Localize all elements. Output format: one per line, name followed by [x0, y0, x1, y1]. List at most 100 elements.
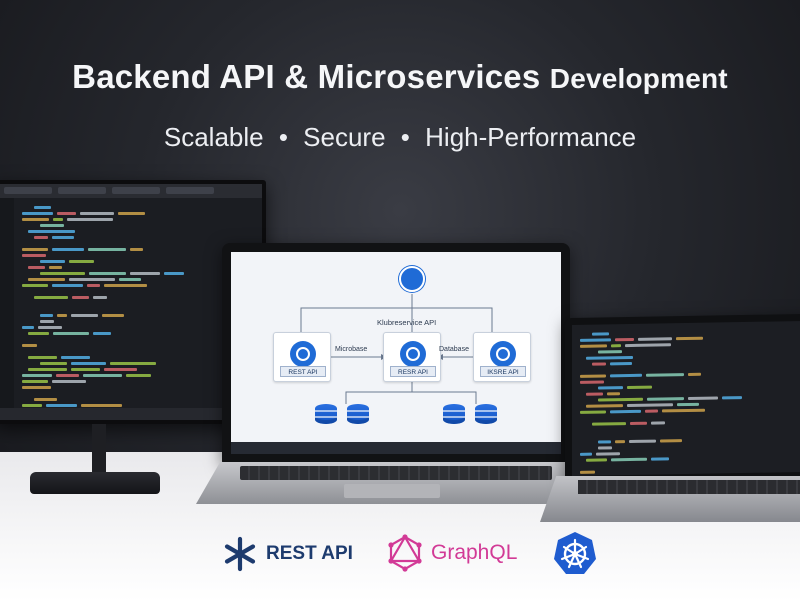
line-gutter	[0, 198, 14, 408]
code-token	[580, 452, 592, 456]
code-token	[28, 368, 67, 371]
code-token	[28, 356, 57, 359]
graphql-logo: GraphQL	[387, 534, 517, 572]
code-token	[40, 320, 54, 323]
code-token	[34, 398, 57, 401]
code-token	[38, 326, 62, 329]
code-token	[598, 440, 611, 444]
code-token	[93, 332, 111, 335]
asterisk-icon	[224, 536, 256, 572]
code-token	[83, 374, 122, 377]
rest-api-label: REST API	[266, 543, 353, 564]
code-token	[22, 284, 48, 287]
code-token	[56, 374, 79, 377]
code-token	[72, 296, 89, 299]
code-token	[22, 326, 34, 329]
code-token	[130, 248, 143, 251]
code-token	[71, 368, 100, 371]
laptop-taskbar	[231, 442, 561, 454]
code-token	[22, 218, 49, 221]
code-token	[627, 403, 673, 408]
code-token	[586, 392, 603, 396]
code-token	[119, 278, 141, 281]
center-laptop-trackpad	[344, 484, 440, 498]
code-token	[40, 362, 67, 365]
code-token	[22, 212, 53, 215]
service-icon	[490, 341, 516, 367]
right-laptop-keyboard	[578, 480, 800, 494]
code-token	[611, 344, 621, 348]
code-token	[580, 380, 604, 384]
code-token	[580, 410, 606, 414]
code-token	[722, 396, 742, 400]
right-link-label: Database	[439, 346, 469, 353]
code-token	[677, 402, 699, 407]
center-laptop: Klubreservice API REST API RESR API IKSR…	[222, 243, 570, 463]
code-token	[28, 332, 49, 335]
graphql-icon	[388, 534, 422, 572]
database-icon	[315, 404, 337, 424]
code-token	[598, 350, 622, 354]
code-token	[592, 422, 626, 426]
code-token	[49, 266, 62, 269]
tagline-item: Scalable	[163, 122, 264, 152]
code-token	[688, 372, 701, 376]
code-token	[40, 272, 85, 275]
code-token	[645, 409, 658, 413]
central-api-service: RESR API	[383, 332, 441, 382]
service-label: REST API	[280, 366, 326, 377]
code-token	[87, 284, 100, 287]
code-token	[28, 278, 65, 281]
monitor	[0, 180, 266, 424]
code-token	[34, 236, 48, 239]
code-token	[22, 380, 48, 383]
code-token	[22, 386, 51, 389]
code-token	[638, 337, 672, 341]
kubernetes-icon	[554, 532, 596, 574]
code-token	[126, 374, 151, 377]
code-token	[629, 439, 656, 444]
code-token	[660, 439, 682, 443]
database-icon	[443, 404, 465, 424]
code-token	[580, 374, 606, 378]
tagline-item: High-Performance	[425, 122, 637, 152]
code-token	[71, 314, 98, 317]
rest-api-service: REST API	[273, 332, 331, 382]
headline-tail: Development	[549, 63, 728, 94]
code-token	[102, 314, 124, 317]
code-token	[57, 212, 76, 215]
code-token	[651, 457, 669, 461]
tagline-separator: •	[400, 122, 410, 152]
code-token	[22, 248, 48, 251]
code-token	[67, 218, 113, 221]
database-icon	[347, 404, 369, 424]
graphql-label: GraphQL	[431, 541, 518, 564]
code-token	[34, 296, 68, 299]
service-label: RESR API	[390, 366, 436, 377]
architecture-diagram-screen: Klubreservice API REST API RESR API IKSR…	[231, 252, 561, 454]
right-api-service: IKSRE API	[473, 332, 531, 382]
code-token	[88, 248, 126, 251]
code-token	[89, 272, 126, 275]
code-token	[610, 409, 641, 414]
editor-tabs	[0, 184, 262, 198]
code-token	[598, 386, 623, 390]
monitor-base	[30, 472, 160, 494]
code-editor-screen	[0, 184, 262, 420]
code-token	[676, 336, 703, 341]
code-token	[93, 296, 107, 299]
kubernetes-logo	[552, 530, 598, 581]
headline-main: Backend API & Microservices	[72, 58, 541, 95]
database-icon	[475, 404, 497, 424]
code-token	[22, 344, 37, 347]
code-token	[69, 260, 94, 263]
code-token	[130, 272, 160, 275]
code-token	[611, 457, 647, 462]
code-token	[586, 458, 607, 462]
code-token	[104, 368, 137, 371]
code-token	[53, 332, 89, 335]
service-label: IKSRE API	[480, 366, 526, 377]
code-token	[586, 404, 623, 408]
code-token	[52, 380, 86, 383]
code-token	[46, 404, 77, 407]
